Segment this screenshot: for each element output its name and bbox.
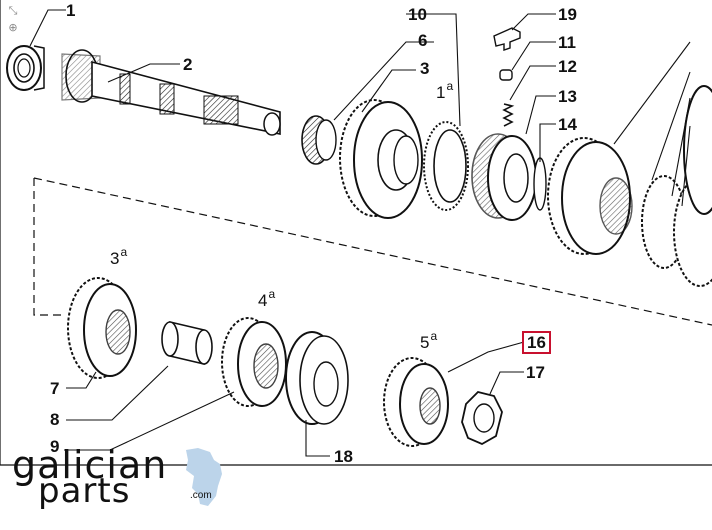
- callout-12: 12: [558, 57, 577, 76]
- diagram-tools: ⤡ ⊕: [6, 4, 22, 38]
- dashed-guide-top: [33, 177, 712, 326]
- part-17-nut: [461, 391, 503, 446]
- logo-text-galician: galician: [12, 443, 168, 487]
- part-6-needle-bearing: [301, 115, 337, 165]
- leader-lines: [29, 9, 691, 457]
- part-3-gear: [339, 99, 423, 219]
- callout-11: 11: [558, 33, 576, 52]
- dashed-guide-left: [33, 178, 66, 316]
- part-11-pin: [499, 69, 513, 81]
- part-9-gear: [221, 317, 287, 407]
- part-18-hub: [285, 331, 349, 425]
- callout-16[interactable]: 16: [522, 331, 551, 354]
- callout-18: 18: [334, 447, 353, 466]
- gear-label-1: 1a: [436, 79, 454, 102]
- gear-label-4: 4a: [258, 287, 276, 310]
- part-14-synchro-hub: [471, 133, 547, 221]
- callout-1: 1: [66, 1, 76, 20]
- callout-19: 19: [558, 5, 577, 24]
- gear-label-5: 5a: [420, 329, 438, 352]
- callout-6: 6: [418, 31, 428, 50]
- part-16-gear: [383, 357, 449, 447]
- zoom-in-icon[interactable]: ⊕: [8, 22, 18, 34]
- part-2-shaft: [61, 49, 281, 136]
- part-19-clip: [493, 27, 521, 51]
- part-8-bushing: [161, 320, 213, 366]
- resize-icon[interactable]: ⤡: [8, 5, 18, 17]
- part-7-gear: [67, 277, 137, 379]
- part-10-synchro-ring: [423, 121, 469, 211]
- logo-text-suffix: .com: [190, 490, 212, 501]
- right-gear-cluster: [547, 85, 712, 287]
- part-1-bearing: [6, 45, 45, 91]
- callout-7: 7: [50, 379, 60, 398]
- galician-parts-logo: galician parts .com: [12, 446, 222, 510]
- logo-map-icon: [186, 448, 222, 506]
- callout-10: 10: [408, 5, 427, 24]
- callout-14: 14: [558, 115, 577, 134]
- callout-3: 3: [420, 59, 430, 78]
- callout-13: 13: [558, 87, 577, 106]
- callout-2: 2: [183, 55, 193, 74]
- callout-17: 17: [526, 363, 545, 382]
- logo-text-parts: parts: [38, 471, 131, 511]
- gear-label-3: 3a: [110, 245, 128, 268]
- callout-9: 9: [50, 437, 60, 456]
- part-12-spring: [502, 103, 515, 127]
- callout-8: 8: [50, 410, 60, 429]
